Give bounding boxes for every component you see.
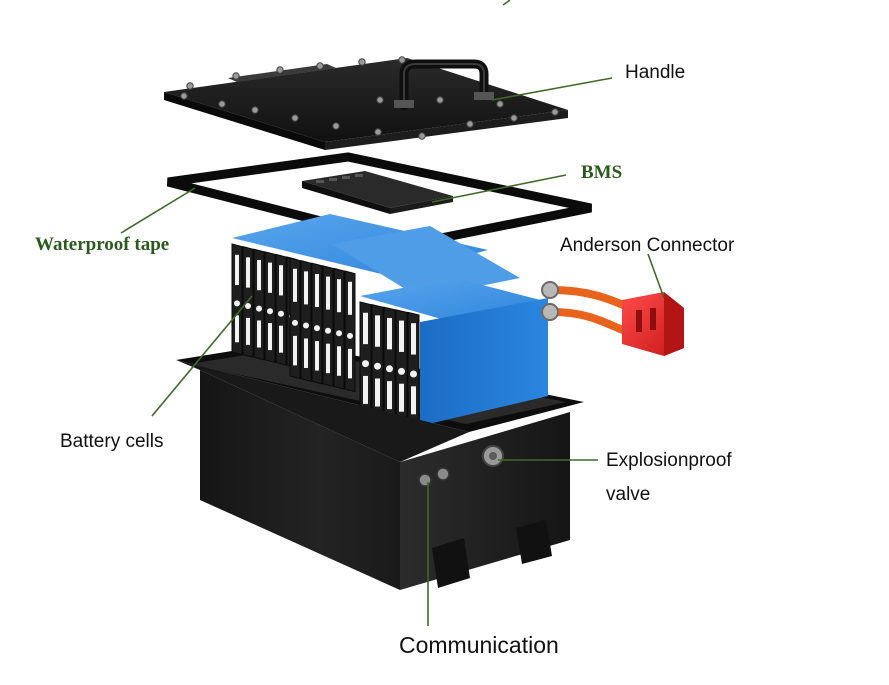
label-battery-cells: Battery cells [60,431,163,452]
bolt-icon [510,114,518,122]
cell-face [407,311,420,428]
cell-face [395,309,408,426]
bolt-icon [218,100,226,108]
lid [164,58,568,150]
bolt-icon [466,120,474,128]
cell-face [289,257,301,380]
bolt-icon [496,100,504,108]
handle-leader-line [491,77,613,101]
bolt-icon [358,58,366,66]
cell-face [311,262,323,385]
cell-face [371,303,384,420]
bolt-icon [436,96,444,104]
cell-face [383,306,396,423]
label-explosionproof-line1: Explosionproof [606,450,732,471]
cell-face [300,259,312,382]
bolt-icon [398,56,406,64]
cell-face [264,251,276,364]
bolt-icon [316,62,324,70]
cell-face [359,301,372,418]
cell-face [322,265,334,388]
top-edge-mark [502,0,511,6]
lid-bolts [180,56,559,140]
handle-icon [394,59,494,111]
anderson-cables [541,281,634,336]
label-communication: Communication [399,632,559,658]
bms-leader-line [431,174,567,203]
bolt-icon [376,96,384,104]
cell-face [344,270,356,393]
bolt-icon [332,122,340,130]
label-waterproof-tape: Waterproof tape [35,234,169,255]
bolt-icon [232,72,240,80]
bolt-icon [186,82,194,90]
cell-face [231,243,243,356]
bolt-icon [418,132,426,140]
cell-face [333,267,345,390]
battery-case [176,360,570,590]
bolt-icon [291,114,299,122]
bolt-icon [276,66,284,74]
label-bms: BMS [581,162,622,183]
bolt-icon [251,106,259,114]
anderson-leader-line [647,253,665,299]
label-handle: Handle [625,62,685,83]
bolt-icon [180,92,188,100]
cell-face [275,253,287,366]
battery-cells-leader-line [151,295,253,417]
bolt-icon [374,128,382,136]
bolt-icon [551,108,559,116]
label-explosionproof-line2: valve [606,484,650,505]
label-anderson-connector: Anderson Connector [560,235,735,256]
anderson-connector-icon [622,292,684,356]
cell-face [253,248,265,361]
waterproof-tape-leader-line [120,187,196,234]
